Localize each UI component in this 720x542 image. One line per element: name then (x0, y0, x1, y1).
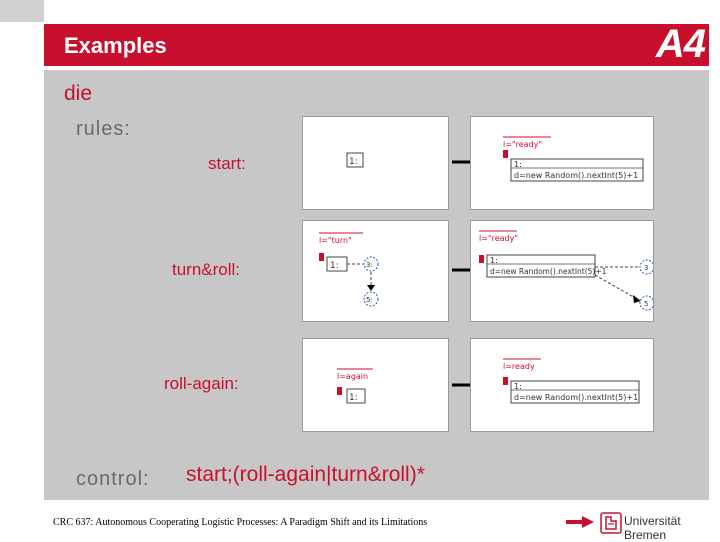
flag-marker (503, 150, 508, 158)
flag-label: l="ready" (503, 140, 542, 149)
slide-header: Examples A4 (44, 22, 709, 66)
rule-turn-roll-rhs: l="ready" 1: d=new Random().nextInt(5)+1… (470, 220, 655, 322)
node-b-circle (363, 291, 379, 307)
node-box (346, 152, 364, 168)
node-label: 1: (349, 157, 358, 167)
node-box (486, 254, 596, 278)
die-label: die (64, 82, 93, 105)
footer-text: CRC 637: Autonomous Cooperating Logistic… (53, 517, 428, 528)
node-action: d=new Random().nextInt(5)+1 (514, 171, 638, 180)
rule-start-lhs: 1: (302, 116, 449, 210)
content-panel: die rules: start: 1: l="ready" 1: d=new … (44, 70, 709, 500)
top-left-strip (0, 0, 44, 22)
slide-code: A4 (655, 22, 706, 66)
rule-roll-again-lhs: l=again 1: (302, 338, 449, 432)
node-a-circle (363, 256, 379, 272)
control-label: control: (76, 468, 150, 490)
node-action: d=new Random().nextInt(5)+1 (514, 393, 638, 402)
slide-title: Examples (64, 33, 167, 58)
rule-turn-roll-lhs-graph: l="turn" 1: 3: 5: (319, 232, 379, 307)
node-b-label: 5: (366, 296, 373, 304)
rule-roll-again-label: roll-again: (164, 374, 239, 393)
flag-marker (337, 387, 342, 395)
node-label: 1: (514, 160, 522, 169)
flag-marker (319, 253, 324, 261)
control-expression: start;(roll-again|turn&roll)* (186, 463, 425, 486)
flag-label: l="turn" (319, 236, 352, 245)
rule-roll-again-rhs-graph: l=ready 1: d=new Random().nextInt(5)+1 (503, 358, 640, 404)
node-label: 1: (349, 393, 358, 403)
node-action: d=new Random().nextInt(5)+1 (490, 267, 607, 276)
university-name: Universität Bremen (624, 514, 681, 542)
node-box (510, 380, 640, 404)
rule-turn-roll-lhs: l="turn" 1: 3: 5: (302, 220, 449, 322)
rules-label: rules: (76, 118, 131, 140)
rule-start-label: start: (208, 154, 246, 173)
footer-arrow-icon (566, 516, 594, 528)
rule-turn-roll-rhs-graph: l="ready" 1: d=new Random().nextInt(5)+1… (479, 230, 655, 311)
node-box (510, 158, 644, 182)
node-label: 1: (514, 382, 522, 391)
rule-start-lhs-graph: 1: (346, 152, 364, 168)
flag-label: l="ready" (479, 234, 518, 243)
flag-label: l=again (337, 372, 368, 381)
flag-label: l=ready (503, 362, 535, 371)
node-label: 1: (490, 256, 498, 265)
rule-turn-roll-label: turn&roll: (172, 260, 241, 279)
university-seal-icon (600, 512, 622, 534)
node-label: 1: (330, 261, 339, 271)
rule-start-rhs-graph: l="ready" 1: d=new Random().nextInt(5)+1 (503, 136, 644, 182)
node-b-label: 5 (644, 300, 648, 308)
node-a-label: 3 (644, 264, 648, 272)
flag-marker (503, 377, 508, 385)
rule-roll-again-rhs: l=ready 1: d=new Random().nextInt(5)+1 (470, 338, 654, 432)
rule-roll-again-lhs-graph: l=again 1: (337, 368, 373, 404)
rule-start-rhs: l="ready" 1: d=new Random().nextInt(5)+1 (470, 116, 654, 210)
node-box (346, 388, 366, 404)
node-a-label: 3: (366, 261, 373, 269)
flag-marker (479, 255, 484, 263)
